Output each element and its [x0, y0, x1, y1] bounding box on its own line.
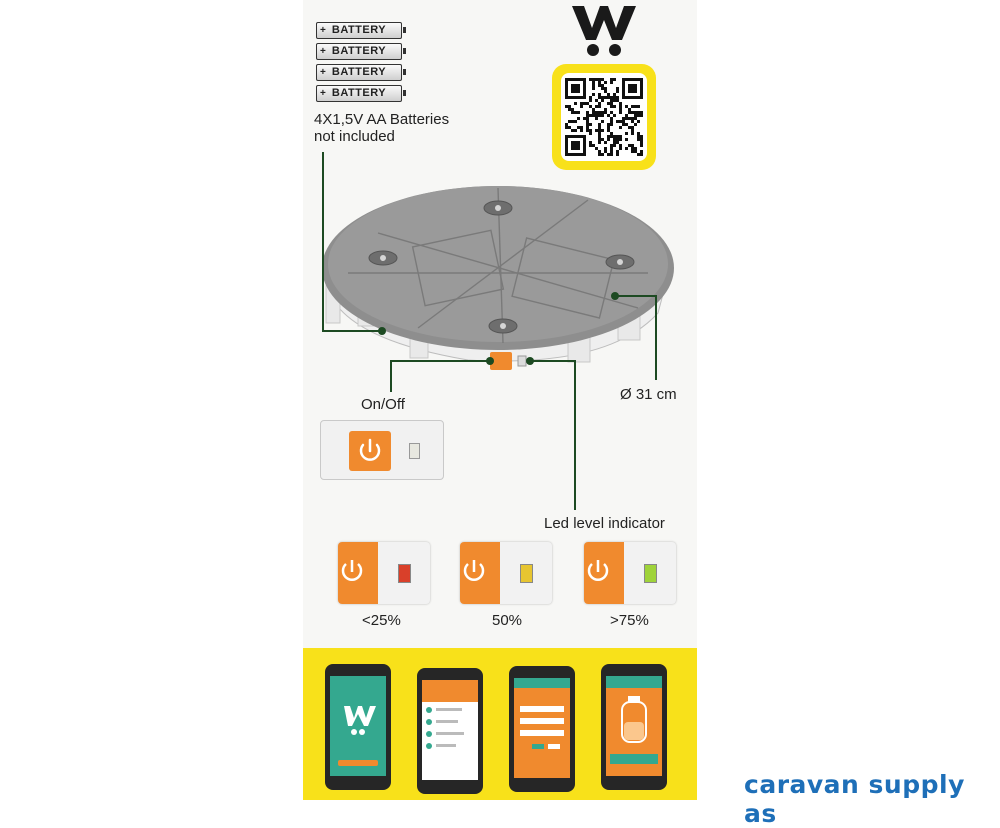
footer-brand: caravan supply as: [744, 770, 965, 828]
led-yellow-icon: [520, 564, 533, 583]
power-button-icon: [460, 542, 500, 604]
scale-device-illustration: [322, 186, 674, 370]
app-banner: [303, 648, 697, 800]
battery-note-line1: 4X1,5V AA Batteries: [314, 111, 450, 128]
led-icon: [409, 443, 420, 459]
battery-icon: +BATTERY: [316, 43, 406, 60]
level-high-label: >75%: [610, 612, 649, 629]
led-indicator-label: Led level indicator: [544, 515, 665, 532]
battery-callout-dot: [378, 327, 386, 335]
onoff-closeup: [320, 420, 444, 480]
battery-note: 4X1,5V AA Batteries not included: [314, 111, 449, 145]
power-button-icon: [338, 542, 378, 604]
qr-code-icon: [565, 78, 643, 156]
battery-icon: +BATTERY: [316, 85, 406, 102]
phone-screen-level: [601, 664, 667, 790]
phone-screen-menu: [417, 668, 483, 794]
diameter-label: Ø 31 cm: [620, 386, 677, 403]
onoff-label: On/Off: [361, 396, 405, 413]
battery-callout-line: [322, 152, 324, 332]
power-icon: [359, 438, 381, 461]
brand-logo-icon: [566, 2, 642, 56]
phone-screen-splash: [325, 664, 391, 790]
level-mid-label: 50%: [492, 612, 523, 629]
power-button[interactable]: [349, 431, 391, 471]
level-low-label: <25%: [362, 612, 401, 629]
diameter-callout-line: [615, 295, 657, 297]
level-low: [338, 542, 430, 604]
onoff-callout-dot: [486, 357, 494, 365]
qr-code-frame[interactable]: [552, 64, 656, 170]
battery-callout-line: [322, 330, 382, 332]
onoff-callout-line: [390, 360, 392, 392]
level-mid: [460, 542, 552, 604]
led-red-icon: [398, 564, 411, 583]
battery-note-line2: not included: [314, 128, 395, 145]
power-button-icon: [584, 542, 624, 604]
led-green-icon: [644, 564, 657, 583]
led-callout-line: [574, 360, 576, 510]
led-callout-line: [530, 360, 576, 362]
onoff-callout-line: [390, 360, 488, 362]
phone-screen-form: [509, 666, 575, 792]
level-high: [584, 542, 676, 604]
diameter-callout-line: [655, 295, 657, 380]
battery-icon: +BATTERY: [316, 64, 406, 81]
battery-icon: +BATTERY: [316, 22, 406, 39]
